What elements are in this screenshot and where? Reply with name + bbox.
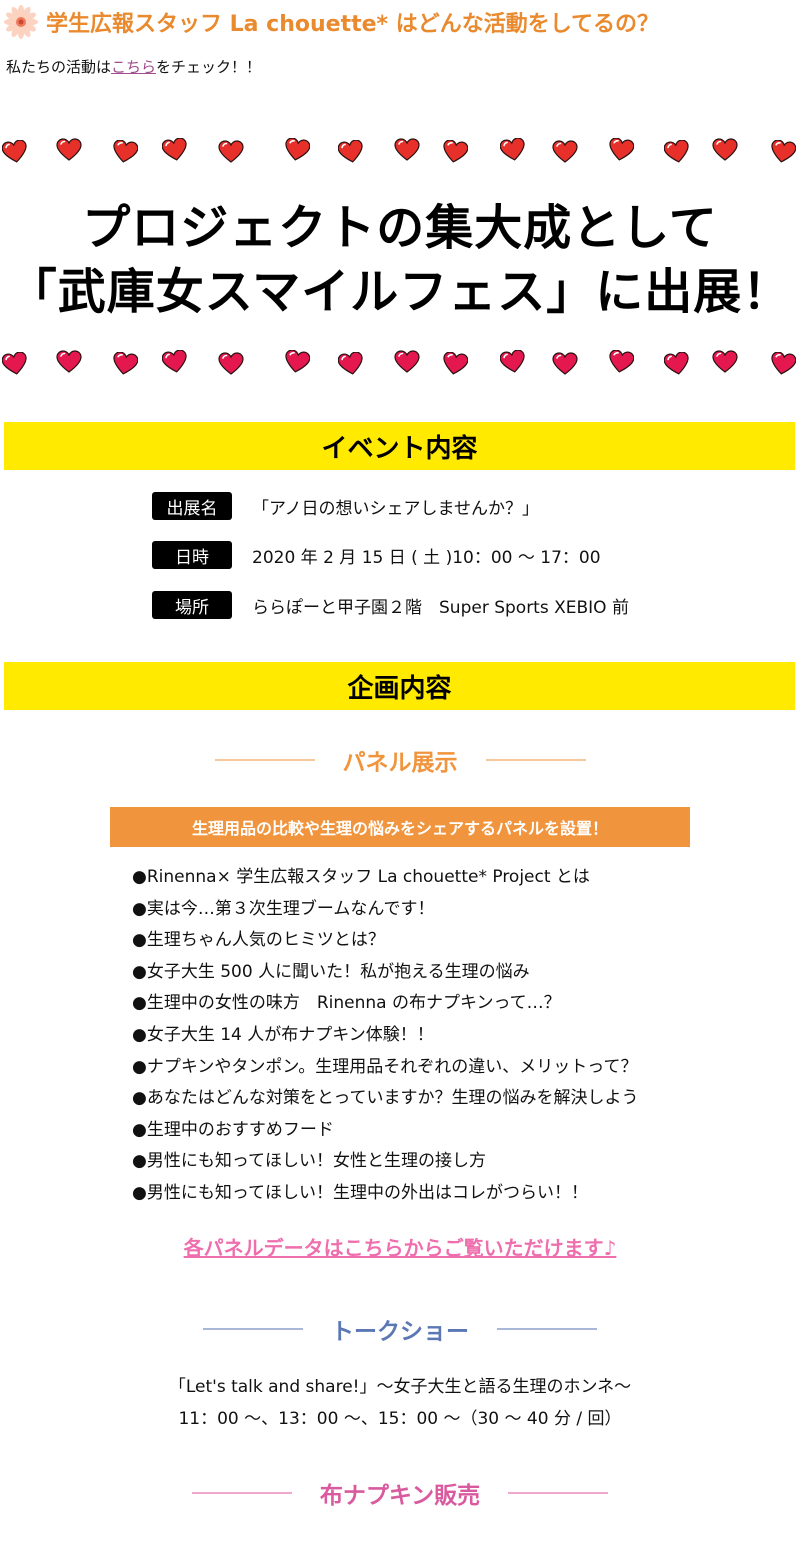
heading-line-right [508, 1492, 609, 1494]
heart-icon [609, 138, 634, 161]
event-label-name: 出展名 [152, 492, 232, 520]
event-value-datetime: 2020 年 2 月 15 日 ( 土 )10：00 ～ 17：00 [252, 547, 601, 568]
list-item: ●生理ちゃん人気のヒミツとは？ [132, 930, 385, 951]
panel-data-link[interactable]: 各パネルデータはこちらからご覧いただけます♪ [183, 1236, 617, 1260]
heart-icon [552, 352, 578, 375]
heart-icon [500, 350, 525, 373]
heart-icon [443, 140, 468, 163]
talk-times: 11：00 ～、13：00 ～、15：00 ～（30 ～ 40 分 / 回） [178, 1409, 622, 1429]
heart-icon [218, 352, 244, 375]
panel-heading-text: パネル展示 [342, 750, 458, 776]
sale-heading-text: 布ナプキン販売 [319, 1483, 481, 1509]
list-item: ●ナプキンやタンポン。生理用品それぞれの違い、メリットって？ [132, 1056, 638, 1077]
heart-icon [500, 138, 525, 161]
headline: プロジェクトの集大成として 「武庫女スマイルフェス」に出展！ [0, 196, 800, 324]
heading-line-left [214, 759, 315, 761]
list-item: ●実は今…第３次生理ブームなんです！ [132, 898, 435, 919]
intro-suffix: をチェック！！ [156, 58, 262, 76]
heart-icon [443, 352, 468, 375]
heart-icon [2, 140, 27, 163]
list-item: ●男性にも知ってほしい！女性と生理の接し方 [132, 1151, 486, 1172]
list-item: ●あなたはどんな対策をとっていますか？生理の悩みを解決しよう [132, 1088, 639, 1109]
heart-icon [712, 138, 738, 161]
talk-heading: トークショー [0, 1309, 800, 1349]
event-label-datetime: 日時 [152, 541, 232, 569]
page-header: 学生広報スタッフ La chouette* はどんな活動をしてるの？ [4, 4, 659, 40]
heart-icon [218, 140, 244, 163]
intro-text: 私たちの活動はこちらをチェック！！ [6, 56, 261, 77]
intro-prefix: 私たちの活動は [6, 58, 112, 76]
hearts-divider-top [0, 136, 800, 176]
heading-line-right [485, 759, 586, 761]
heart-icon [394, 138, 420, 161]
list-item: ●生理中の女性の味方 Rinenna の布ナプキンって…？ [132, 993, 561, 1014]
talk-title: 「Let's talk and share!」～女子大生と語る生理のホンネ～ [168, 1377, 632, 1397]
heart-icon [664, 140, 689, 163]
heart-icon [338, 352, 363, 375]
event-row-place: 場所 ららぽーと甲子園２階 Super Sports XEBIO 前 [152, 590, 629, 620]
heart-icon [113, 352, 138, 375]
list-item: ●女子大生 500 人に聞いた！私が抱える生理の悩み [132, 961, 530, 982]
flower-icon [4, 5, 38, 39]
heart-icon [56, 138, 82, 161]
list-item: ●Rinenna× 学生広報スタッフ La chouette* Project … [132, 867, 590, 887]
heart-icon [609, 350, 634, 373]
headline-line-1: プロジェクトの集大成として [82, 200, 718, 256]
heart-icon [56, 350, 82, 373]
heading-line-left [191, 1492, 292, 1494]
panel-heading: パネル展示 [0, 740, 800, 780]
list-item: ●女子大生 14 人が布ナプキン体験！！ [132, 1024, 434, 1045]
heart-icon [285, 350, 310, 373]
panel-banner: 生理用品の比較や生理の悩みをシェアするパネルを設置！ [110, 807, 690, 847]
activity-link[interactable]: こちら [111, 58, 157, 76]
heart-icon [2, 352, 27, 375]
heart-icon [338, 140, 363, 163]
header-title: 学生広報スタッフ La chouette* はどんな活動をしてるの？ [46, 12, 660, 37]
talk-heading-text: トークショー [331, 1319, 469, 1345]
event-section-title: イベント内容 [4, 422, 795, 470]
heading-line-right [497, 1328, 597, 1330]
heart-icon [162, 138, 187, 161]
panel-list: ●Rinenna× 学生広報スタッフ La chouette* Project … [132, 862, 638, 1210]
event-value-name: 「アノ日の想いシェアしませんか？」 [252, 498, 539, 519]
event-value-place: ららぽーと甲子園２階 Super Sports XEBIO 前 [252, 597, 629, 618]
headline-line-2: 「武庫女スマイルフェス」に出展！ [8, 264, 792, 320]
heart-icon [394, 350, 420, 373]
plan-section-title: 企画内容 [4, 662, 795, 710]
heart-icon [285, 138, 310, 161]
list-item: ●生理中のおすすめフード [132, 1119, 334, 1140]
hearts-divider-bottom [0, 348, 800, 388]
heart-icon [712, 350, 738, 373]
heart-icon [162, 350, 187, 373]
heart-icon [552, 140, 578, 163]
heart-icon [771, 140, 796, 163]
event-row-datetime: 日時 2020 年 2 月 15 日 ( 土 )10：00 ～ 17：00 [152, 540, 601, 570]
event-row-name: 出展名 「アノ日の想いシェアしませんか？」 [152, 491, 539, 521]
heart-icon [771, 352, 796, 375]
heading-line-left [203, 1328, 303, 1330]
heart-icon [113, 140, 138, 163]
event-label-place: 場所 [152, 591, 232, 619]
list-item: ●男性にも知ってほしい！生理中の外出はコレがつらい！！ [132, 1182, 588, 1203]
sale-heading: 布ナプキン販売 [0, 1473, 800, 1513]
heart-icon [664, 352, 689, 375]
